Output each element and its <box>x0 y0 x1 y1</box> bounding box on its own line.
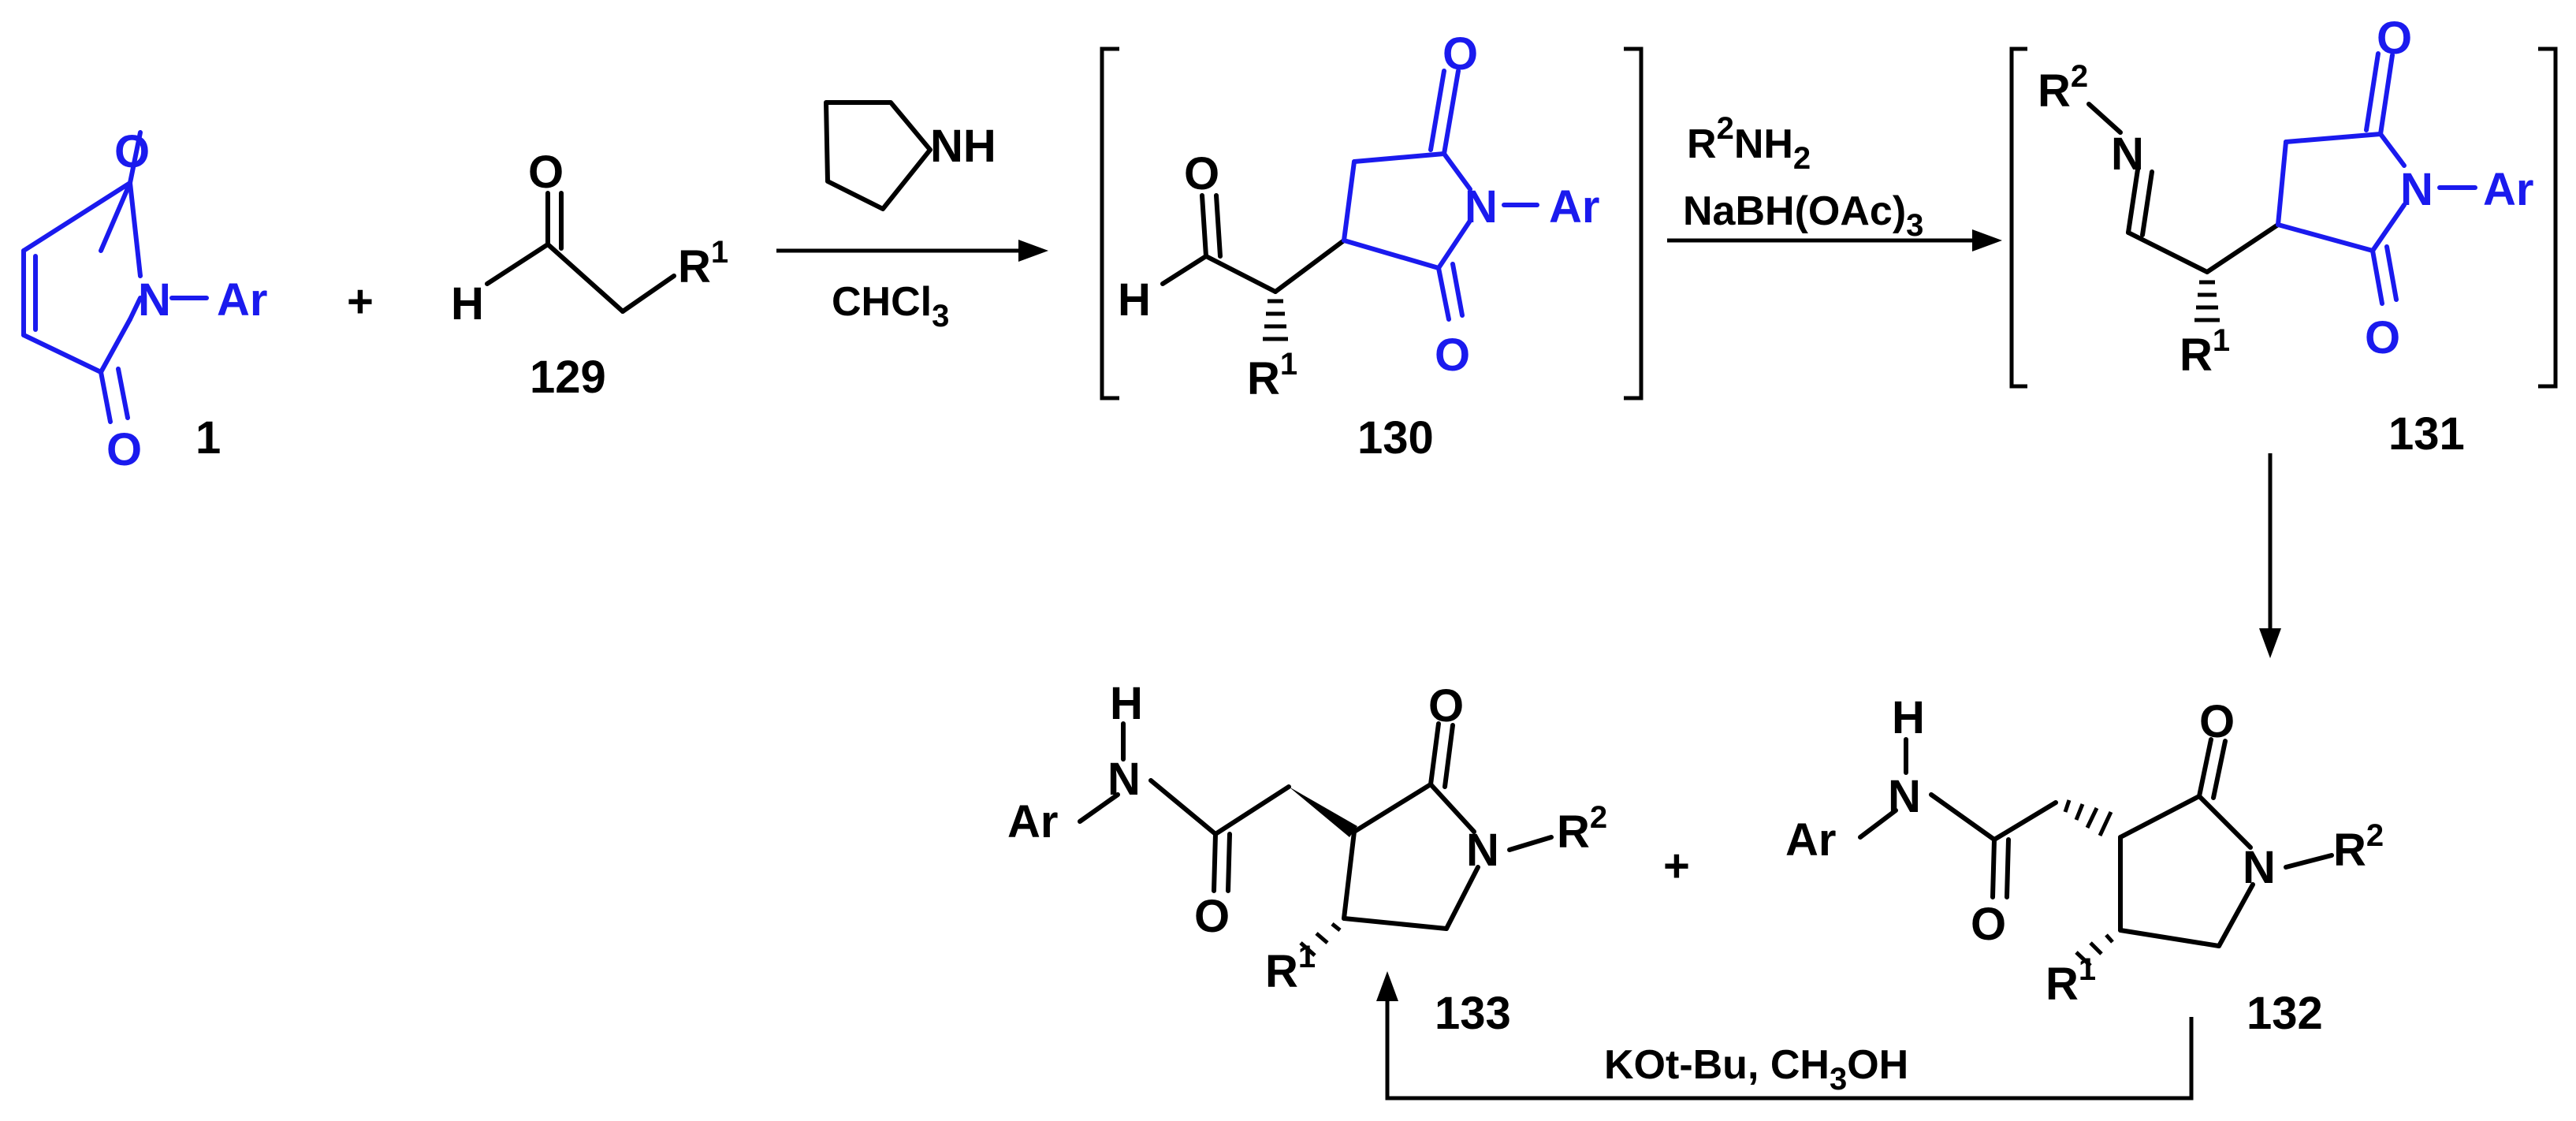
compound-label-1: 1 <box>195 412 221 464</box>
atom-R-label: R2 <box>2333 818 2384 876</box>
atom-NH-label: NH <box>930 121 996 172</box>
atom-N-label: N <box>138 274 171 326</box>
atom-O-label: O <box>528 147 564 198</box>
reagent-nabh-oac3: NaBH(OAc)3 <box>1683 188 1923 243</box>
atom-Ar-label: Ar <box>1007 796 1058 847</box>
arrowhead-2 <box>1972 229 2002 251</box>
reaction-arrow-4 <box>1385 989 2194 1101</box>
atom-O-label: O <box>106 424 142 475</box>
atom-N-label: N <box>1465 181 1498 233</box>
atom-R-label: R1 <box>1265 940 1316 997</box>
compound-label-130: 130 <box>1357 412 1434 464</box>
atom-N-label: N <box>2400 164 2433 215</box>
compound-1-structure: O N Ar O <box>21 126 267 475</box>
atom-O-label: O <box>1435 330 1470 381</box>
atom-R-label: R1 <box>678 235 728 292</box>
compound-label-132: 132 <box>2247 988 2323 1039</box>
atom-O-label: O <box>1442 28 1478 80</box>
reagent-kotbu-methanol: KOt-Bu, CH3OH <box>1604 1042 1908 1097</box>
bracket-131-right <box>2538 47 2558 389</box>
atom-N-label: N <box>2111 128 2144 180</box>
atom-Ar-label: Ar <box>2483 164 2533 215</box>
atom-Ar-label: Ar <box>1549 181 1599 233</box>
compound-label-129: 129 <box>530 352 606 403</box>
atom-N-label: N <box>2243 842 2276 893</box>
atom-R-label: R1 <box>1247 347 1297 404</box>
atom-N-label: N <box>1466 825 1499 876</box>
atom-O-label: O <box>1184 148 1219 199</box>
atom-O-label: O <box>2199 696 2235 747</box>
atom-H-label: H <box>1118 274 1151 326</box>
compound-133-structure: Ar H N O O N R2 R1 <box>1007 678 1607 997</box>
atom-O-label: O <box>1194 891 1230 942</box>
arrowhead-4 <box>1376 971 1398 1001</box>
pyrrolidine-catalyst: NH <box>824 100 996 211</box>
reagent-amine: R2NH2 <box>1687 111 1811 176</box>
atom-R-label: R1 <box>2180 323 2230 381</box>
compound-131-structure: R2 N R1 O N Ar O <box>2038 13 2533 381</box>
atom-H-label: H <box>1110 678 1143 729</box>
atom-O-label: O <box>2365 312 2400 363</box>
compound-129-structure: O H R1 <box>451 147 728 330</box>
atom-O-label: O <box>1971 899 2006 950</box>
reagent-chcl3: CHCl3 <box>832 279 949 333</box>
atom-Ar-label: Ar <box>1785 814 1836 866</box>
compound-label-131: 131 <box>2388 408 2465 460</box>
bracket-130-left <box>1100 47 1119 400</box>
arrowhead-3 <box>2259 628 2281 658</box>
compound-130-structure: O H R1 O N Ar O <box>1118 28 1599 404</box>
atom-N-label: N <box>1107 754 1141 805</box>
bracket-130-right <box>1624 47 1644 400</box>
atom-H-label: H <box>451 278 484 330</box>
bracket-131-left <box>2009 47 2027 389</box>
atom-Ar-label: Ar <box>217 274 267 326</box>
atom-R-label: R2 <box>1557 800 1607 858</box>
plus-sign: + <box>1663 840 1690 892</box>
compound-132-structure: Ar H N O O N R2 R1 <box>1785 692 2384 1010</box>
atom-H-label: H <box>1892 692 1925 743</box>
arrowhead-1 <box>1018 240 1048 262</box>
plus-sign: + <box>347 276 374 327</box>
atom-R-label: R1 <box>2046 952 2096 1010</box>
atom-O-label: O <box>1428 680 1464 732</box>
atom-O-label: O <box>114 126 150 177</box>
atom-N-label: N <box>1888 771 1921 822</box>
atom-R-label: R2 <box>2038 59 2088 117</box>
atom-O-label: O <box>2377 13 2412 64</box>
compound-label-133: 133 <box>1435 988 1511 1039</box>
